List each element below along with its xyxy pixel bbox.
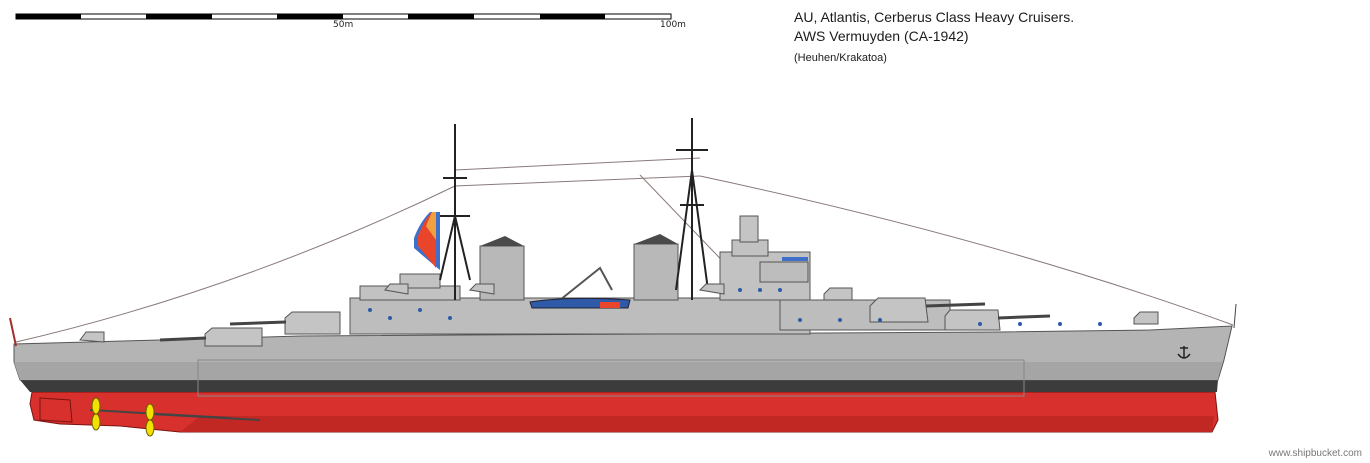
stern-gear	[39, 397, 261, 423]
propeller-icon	[145, 403, 155, 437]
foremast	[439, 124, 471, 300]
boats	[529, 297, 631, 309]
propeller-icon	[91, 397, 101, 431]
portholes	[368, 288, 1102, 326]
title-line-2: AWS Vermuyden (CA-1942)	[794, 28, 969, 44]
main-turret-b	[869, 297, 986, 323]
jackstaff	[1233, 303, 1237, 329]
title-line-1: AU, Atlantis, Cerberus Class Heavy Cruis…	[794, 9, 1075, 25]
scale-label-50m: 50m	[333, 20, 354, 30]
credit-line: (Heuhen/Krakatoa)	[794, 52, 887, 64]
armor-belt-outline	[197, 359, 1025, 397]
bridge-window-strip	[782, 257, 808, 261]
secondary-mounts	[79, 283, 1159, 343]
scale-label-100m: 100m	[660, 20, 686, 30]
main-turret-y	[159, 327, 263, 347]
title-block: AU, Atlantis, Cerberus Class Heavy Cruis…	[794, 8, 1074, 65]
main-turret-x	[229, 311, 341, 335]
stern-flagstaff	[9, 317, 17, 347]
mainmast	[675, 118, 709, 300]
main-turret-a	[944, 309, 1051, 331]
hull-boot-topping	[20, 380, 1218, 392]
hull-red-shade	[180, 416, 1214, 432]
aircraft-crane	[559, 266, 613, 301]
scale-bar	[15, 13, 672, 20]
funnel-aft	[633, 234, 679, 301]
anchor-icon	[1177, 346, 1191, 359]
scale-bar-segments	[16, 14, 605, 19]
watermark: www.shipbucket.com	[1268, 448, 1362, 459]
hull-shadow	[14, 362, 1222, 380]
ensign-flag	[414, 212, 440, 270]
